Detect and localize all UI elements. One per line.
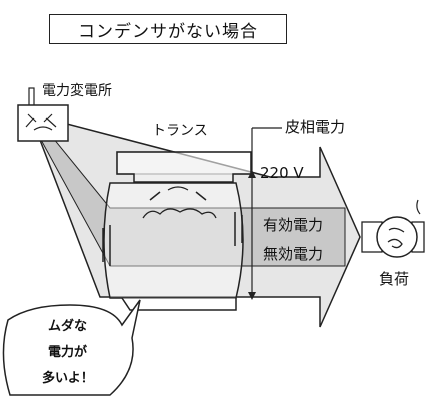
power-indicator — [248, 127, 282, 300]
voltage-label: 220 V — [260, 164, 304, 182]
transformer-label: トランス — [152, 123, 208, 139]
bubble-line-3: 多いよ！ — [42, 371, 94, 386]
bubble-line-2: 電力が — [48, 345, 88, 360]
diagram-title: コンデンサがない場合 — [78, 21, 258, 42]
speech-bubble-shape — [2, 299, 141, 396]
apparent-power-label: 皮相電力 — [285, 118, 346, 136]
substation-icon — [17, 87, 69, 142]
load-label: 負荷 — [379, 270, 410, 288]
title-box: コンデンサがない場合 — [49, 14, 287, 44]
load-icon — [361, 199, 425, 258]
active-power-label: 有効電力 — [263, 216, 324, 234]
transformer-icon — [102, 151, 252, 311]
bubble-line-1: ムダな — [48, 319, 88, 334]
reactive-power-label: 無効電力 — [263, 245, 324, 263]
substation-label: 電力変電所 — [42, 83, 112, 99]
